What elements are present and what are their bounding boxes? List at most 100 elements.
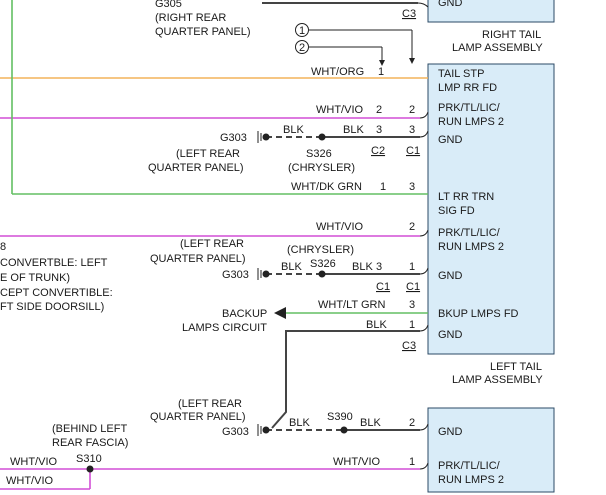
s310-label: S310 [76, 453, 102, 465]
s310-splice-dot [86, 465, 94, 473]
ground-1-pin-left: 3 [376, 124, 382, 136]
blk-terminal-3 [419, 324, 429, 332]
func-gnd-3: GND [438, 329, 463, 341]
note-2-number: 2 [299, 42, 305, 54]
func-prk-1b: RUN LMPS 2 [438, 116, 504, 128]
ground-2-terminal [419, 267, 429, 275]
ground-2-pin-right: 1 [409, 261, 415, 273]
bottom-func-2: RUN LMPS 2 [438, 474, 504, 486]
wht-vio-wire-label: WHT/VIO [316, 104, 363, 116]
wht-vio-pin-left: 2 [376, 104, 382, 116]
bottom-ground-location-2: QUARTER PANEL) [150, 411, 246, 423]
right-tail-title-2: LAMP ASSEMBLY [452, 42, 543, 54]
note-1-arrowhead [409, 58, 415, 64]
g303-label-3: G303 [222, 426, 249, 438]
ground-1-blk-a: BLK [283, 124, 304, 136]
wht-vio-label-2: WHT/VIO [316, 221, 363, 233]
ground-2-pin-left: 3 [376, 261, 382, 273]
left-tail-title-2: LAMP ASSEMBLY [452, 374, 543, 386]
left-tail-lamp-box [427, 63, 555, 355]
func-bkup-lmps: BKUP LMPS FD [438, 308, 519, 320]
top-connector-terminal [417, 2, 429, 8]
bottom-ground-terminal [419, 423, 429, 431]
g303-ground-dot-3 [262, 426, 270, 434]
backup-label-2: LAMPS CIRCUIT [182, 322, 267, 334]
right-tail-lamp-box [427, 0, 555, 23]
func-gnd-2: GND [438, 270, 463, 282]
bottom-gnd-pin: 2 [409, 417, 415, 429]
g305-label: G305 [155, 0, 182, 10]
wht-org-pin: 1 [378, 66, 384, 78]
top-c3-label: C3 [402, 8, 416, 20]
wht-lt-grn-label: WHT/LT GRN [318, 299, 385, 311]
func-prk-2a: PRK/TL/LIC/ [438, 227, 501, 239]
left-tail-title-1: LEFT TAIL [490, 361, 542, 373]
s326-label-1: S326 [306, 148, 332, 160]
func-gnd-1: GND [438, 134, 463, 146]
backup-arrow-icon [274, 307, 286, 319]
s326-splice-dot-1 [318, 133, 326, 141]
func-tail-stp-1: TAIL STP [438, 68, 484, 80]
left-note-1: 8 [0, 241, 6, 253]
wht-vio-left-label: WHT/VIO [10, 456, 57, 468]
s310-location-2: REAR FASCIA) [52, 437, 128, 449]
g303-label-1: G303 [220, 132, 247, 144]
wht-lt-grn-pin: 3 [409, 299, 415, 311]
blk-pin-3: 1 [409, 319, 415, 331]
wht-vio-terminal [419, 111, 429, 119]
s326-owner-2: (CHRYSLER) [287, 244, 354, 256]
wht-vio-terminal-2 [419, 229, 429, 237]
ground-1-terminal [419, 130, 429, 138]
note-1-circle [295, 23, 309, 37]
left-note-5: FT SIDE DOORSILL) [0, 301, 104, 313]
c1-label-1: C1 [406, 145, 420, 157]
wht-dk-grn-pin-left: 1 [380, 181, 386, 193]
func-lt-rr-trn-1: LT RR TRN [438, 191, 494, 203]
bottom-lamp-box [427, 407, 555, 493]
s326-splice-dot-2 [318, 270, 326, 278]
func-tail-stp-2: LMP RR FD [438, 82, 497, 94]
wht-vio-pin-right-2: 2 [409, 221, 415, 233]
ground-2-location-2: QUARTER PANEL) [150, 253, 246, 265]
bottom-vio-pin: 1 [409, 456, 415, 468]
ground-1-pin-right: 3 [409, 124, 415, 136]
bottom-blk-b: BLK [360, 417, 381, 429]
c1-label-2a: C1 [376, 281, 390, 293]
note-2-arrowhead [379, 60, 385, 66]
g305-location-1: (RIGHT REAR [155, 12, 226, 24]
g303-ground-dot-1 [262, 133, 270, 141]
bottom-func-1: PRK/TL/LIC/ [438, 460, 501, 472]
ground-2-blk-b: BLK [352, 261, 373, 273]
left-note-2: CONVERTBLE: LEFT [0, 257, 108, 269]
bottom-ground-location-1: (LEFT REAR [178, 398, 242, 410]
s310-location-1: (BEHIND LEFT [52, 423, 127, 435]
func-prk-2b: RUN LMPS 2 [438, 241, 504, 253]
c2-label: C2 [371, 145, 385, 157]
blk-ground-riser [271, 330, 420, 429]
blk-label-3: BLK [366, 319, 387, 331]
right-tail-title-1: RIGHT TAIL [482, 29, 541, 41]
s326-owner-1: (CHRYSLER) [288, 162, 355, 174]
note-2-circle [295, 40, 309, 54]
g305-location-2: QUARTER PANEL) [155, 26, 251, 38]
ground-1-location-1: (LEFT REAR [176, 148, 240, 160]
func-prk-1: PRK/TL/LIC/ [438, 102, 501, 114]
c1-label-2b: C1 [406, 281, 420, 293]
ground-2-location-1: (LEFT REAR [180, 238, 244, 250]
wht-org-wire-label: WHT/ORG [311, 66, 364, 78]
wht-dk-grn-pin-right: 3 [409, 181, 415, 193]
left-note-3: E OF TRUNK) [0, 272, 70, 284]
wht-vio-pin-right: 2 [409, 104, 415, 116]
bottom-blk-a: BLK [289, 417, 310, 429]
wht-vio-bottom-label: WHT/VIO [6, 475, 53, 487]
left-note-4: CEPT CONVERTIBLE: [0, 287, 113, 299]
bottom-wht-vio-terminal [419, 462, 429, 470]
wht-dk-grn-label: WHT/DK GRN [291, 181, 362, 193]
top-gnd-label: GND [438, 0, 463, 9]
bottom-gnd-label: GND [438, 426, 463, 438]
g303-ground-dot-2 [262, 270, 270, 278]
s390-splice-dot [340, 426, 348, 434]
backup-label-1: BACKUP [222, 308, 267, 320]
s390-label: S390 [327, 411, 353, 423]
